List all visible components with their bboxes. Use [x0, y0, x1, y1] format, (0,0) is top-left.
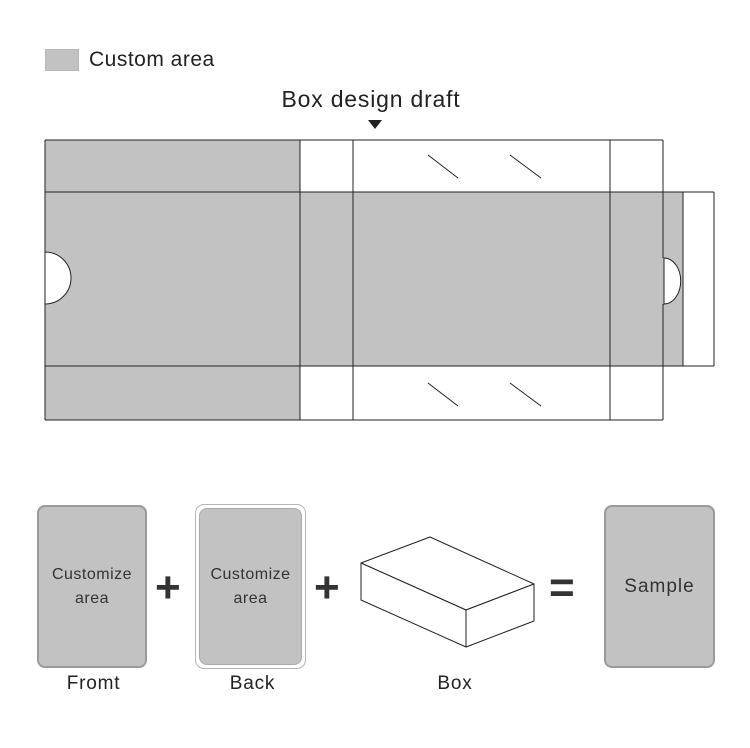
legend-swatch — [45, 49, 79, 71]
legend: Custom area — [45, 48, 215, 72]
triangle-down-icon — [368, 120, 382, 129]
back-card-text: Customize area — [210, 565, 291, 607]
box-design-draft — [44, 120, 715, 421]
sample-card-text: Sample — [624, 575, 695, 597]
draft-title: Box design draft — [281, 86, 461, 112]
back-caption: Back — [229, 673, 276, 694]
box-caption: Box — [437, 673, 473, 694]
custom-area-fills — [45, 140, 683, 420]
draft-outline — [44, 139, 715, 421]
thumb-cutout-left — [44, 251, 72, 305]
sample-card: Sample — [604, 505, 715, 668]
custom-area-bottom-left — [45, 366, 300, 420]
front-card: Customize area — [37, 505, 147, 668]
legend-label: Custom area — [89, 48, 215, 71]
front-card-text: Customize area — [51, 565, 133, 607]
front-caption: Fromt — [66, 673, 121, 694]
plus-symbol: + — [314, 563, 340, 612]
plus-symbol: + — [155, 563, 181, 612]
custom-area-main-band — [45, 192, 683, 366]
back-card: Customize area — [199, 508, 302, 665]
custom-area-top-left — [45, 140, 300, 192]
equals-symbol: = — [549, 563, 575, 612]
thumb-cutout-right — [663, 257, 682, 305]
